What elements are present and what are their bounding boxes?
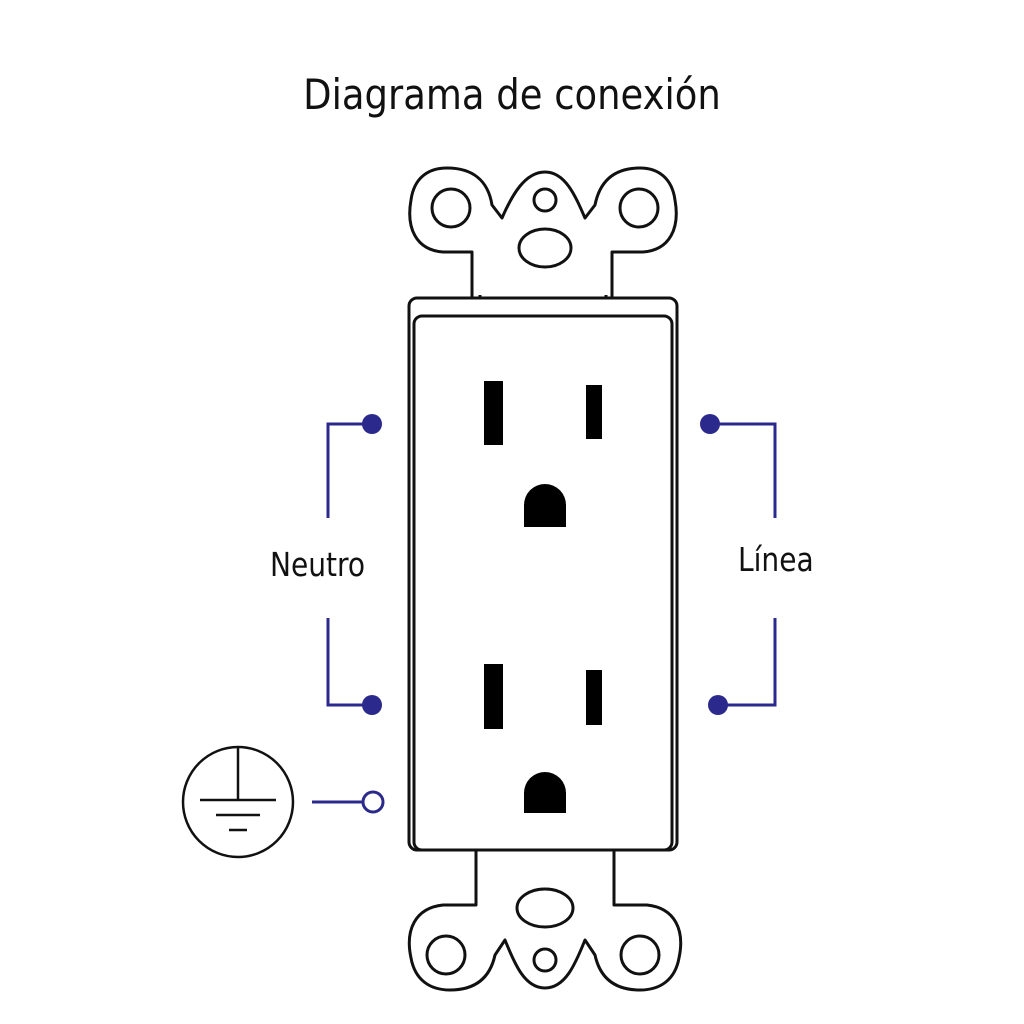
neutral-terminal-upper [362, 414, 382, 434]
outlet-body [407, 296, 679, 852]
upper-neutral-slot [484, 381, 503, 445]
lower-hot-slot [586, 670, 602, 725]
line-terminal-upper [700, 414, 720, 434]
ground-terminal [361, 790, 385, 814]
line-wire-bracket [710, 422, 777, 707]
neutral-label: Neutro [270, 545, 366, 584]
neutral-terminal-lower [362, 695, 382, 715]
lower-receptacle [484, 664, 602, 813]
top-mounting-strap [408, 166, 678, 312]
upper-ground-hole [524, 484, 566, 527]
lower-neutral-slot [484, 664, 503, 729]
line-label: Línea [738, 540, 814, 579]
lower-ground-hole [524, 772, 566, 813]
upper-receptacle [484, 381, 602, 527]
neutral-wire-bracket [326, 422, 372, 707]
bottom-mounting-strap [407, 848, 683, 992]
ground-symbol-icon [181, 745, 295, 859]
line-terminal-lower [708, 695, 728, 715]
diagram-title: Diagrama de conexión [303, 70, 721, 119]
upper-hot-slot [586, 385, 602, 439]
